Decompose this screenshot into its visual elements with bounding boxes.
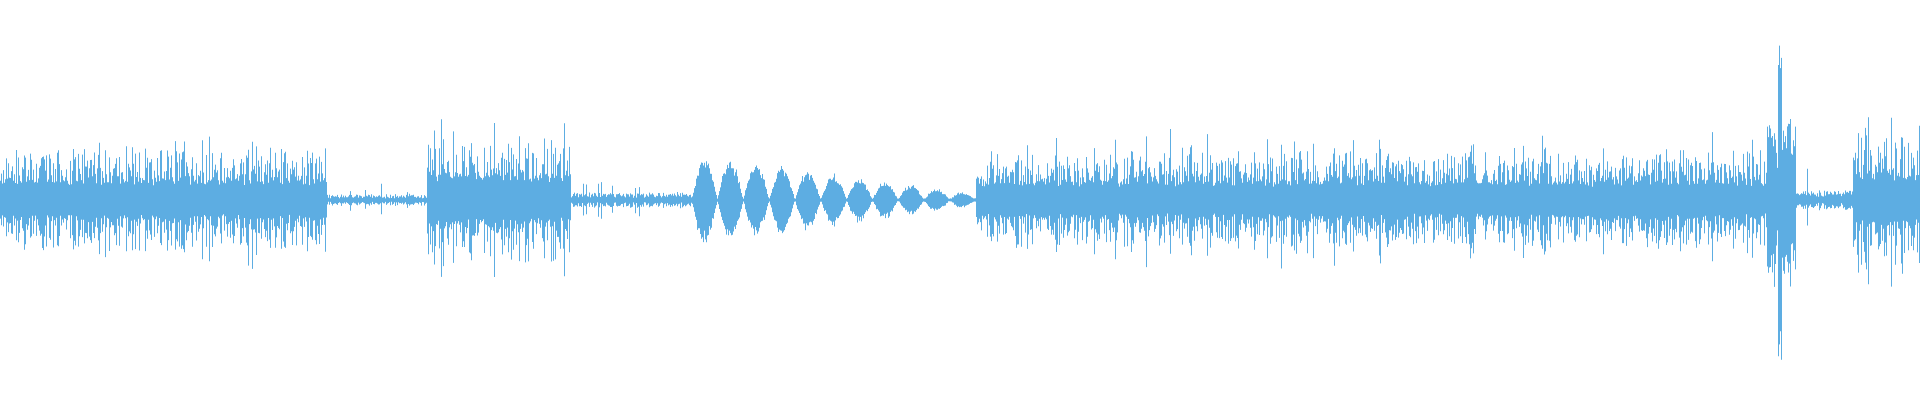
waveform-samples bbox=[0, 45, 1920, 360]
